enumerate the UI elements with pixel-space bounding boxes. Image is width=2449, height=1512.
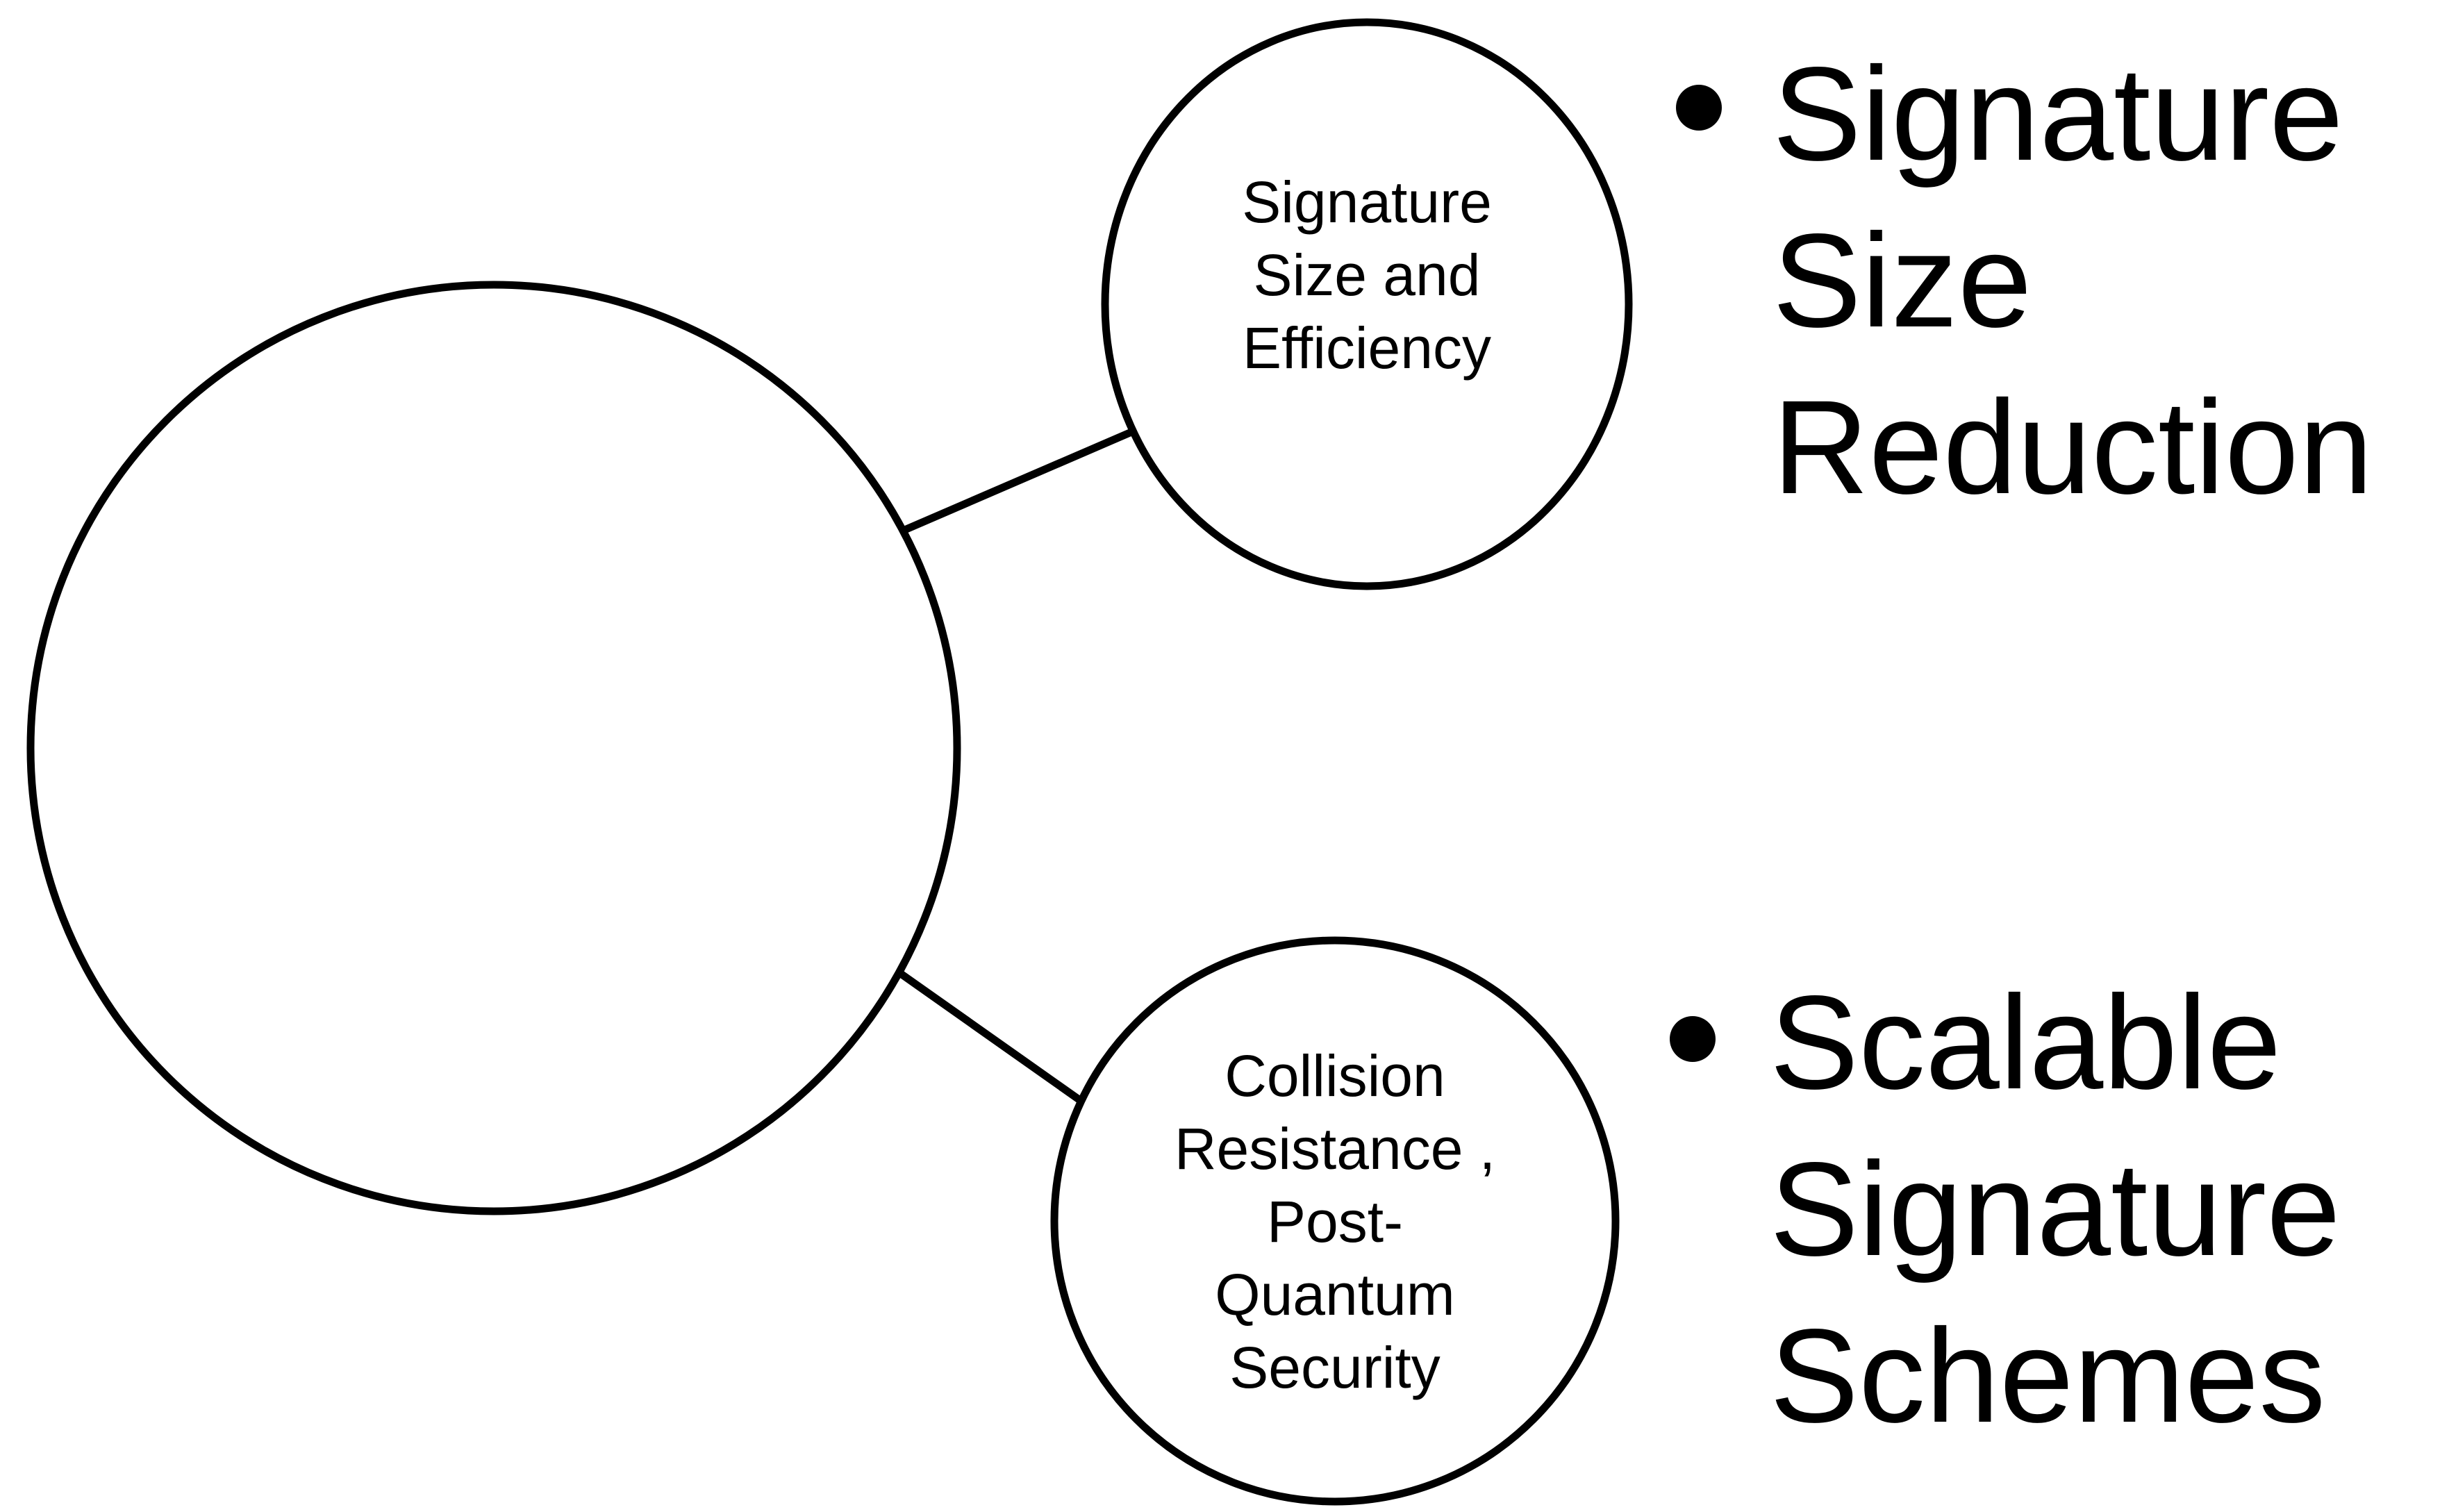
bullet-item-signature-size-reduction: Signature Size Reduction [1676,39,2373,522]
subtopic-label-line: Efficiency [1243,315,1491,381]
subtopic-node-collision-resistance: Collision Resistance , Post- Quantum Sec… [1050,936,1620,1506]
subtopic-label-line: Size and [1254,242,1481,308]
subtopic-label-line: Security [1229,1335,1440,1400]
subtopic-label-line: Post- [1267,1189,1403,1254]
subtopic-label-line: Resistance , [1174,1116,1495,1181]
bullet-text-line: Scalable [1770,967,2282,1117]
main-topic-circle [26,281,961,1215]
connector-line-top [880,413,1169,544]
bullet-text-line: Size [1773,206,2032,355]
subtopic-label-line: Signature [1242,169,1492,235]
bullet-item-scalable-signature-schemes: Scalable Signature Schemes [1670,967,2341,1450]
bullet-text-line: Signature [1770,1134,2341,1283]
subtopic-circle-collision-resistance [1050,936,1620,1506]
subtopic-label-line: Collision [1224,1043,1445,1108]
subtopic-node-signature-size: Signature Size and Efficiency [1101,18,1633,590]
bullet-text-line: Schemes [1770,1301,2325,1450]
bullet-text-line: Signature [1773,39,2343,188]
subtopic-label-line: Quantum [1215,1262,1455,1327]
bullet-dot-icon [1670,1016,1716,1062]
bullet-dot-icon [1676,85,1722,131]
bullet-text-line: Reduction [1773,372,2373,522]
subtopic-circle-signature-size [1101,18,1633,590]
